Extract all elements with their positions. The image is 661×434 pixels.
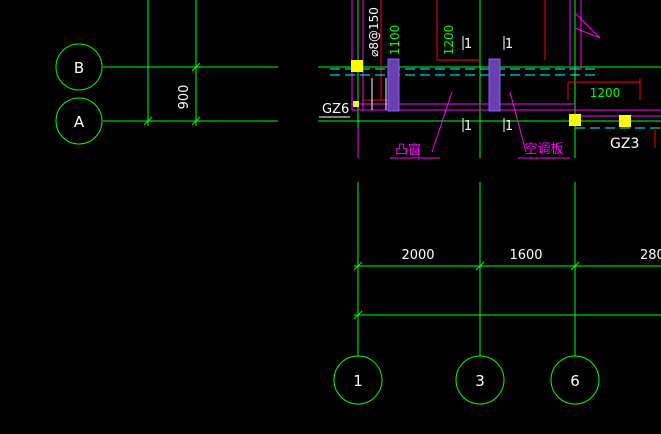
col-bubble-1: 1 (333, 355, 383, 405)
column-marker-a6 (569, 114, 581, 126)
row-bubble-a-circle (55, 97, 103, 145)
dimension-tick-b (191, 62, 201, 72)
dim-tick-1 (353, 261, 363, 271)
col-bubble-1-label: 1 (353, 372, 363, 390)
column-tag-gz6: GZ6 (322, 102, 349, 117)
row-spacing-dimension: 900 (177, 85, 192, 110)
wall-line-13 (574, 27, 601, 39)
col-bubble-3: 3 (455, 355, 505, 405)
cyan-hidden-lines (330, 68, 661, 129)
purple-columns (387, 58, 501, 112)
window-lines (371, 78, 387, 110)
bay-window-leader (431, 91, 453, 153)
ac-board-leader (509, 91, 527, 153)
section-mark-top-left: 1 (464, 37, 472, 52)
dim-tick-3 (475, 261, 485, 271)
window-height-1200: 1200 (442, 25, 456, 56)
row-bubble-a: A (55, 97, 103, 145)
column-marker-gz3 (619, 115, 631, 127)
column-marker-a1-small (353, 101, 359, 107)
wall-line-12 (574, 12, 601, 39)
section-mark-bottom-left: 1 (464, 119, 472, 134)
row-bubble-b-circle (55, 43, 103, 91)
ac-board-label: 空调板 (524, 142, 563, 157)
col-bubble-3-label: 3 (475, 372, 485, 390)
span-1-3-dimension: 2000 (401, 248, 434, 263)
column-marker-b1 (351, 60, 363, 72)
dimension-tick-a-left (143, 116, 153, 126)
col-bubble-3-circle (455, 355, 505, 405)
purple-column-left (387, 58, 400, 112)
span-6-next-dimension: 280 (640, 248, 661, 263)
overall-dim-tick-1 (353, 310, 363, 320)
section-mark-top-right: 1 (505, 37, 513, 52)
row-bubble-b: B (55, 43, 103, 91)
column-tag-gz3: GZ3 (610, 136, 639, 152)
purple-column-right (488, 58, 501, 112)
section-mark-bottom-right: 1 (505, 119, 513, 134)
section-marks: 1 1 1 1 (462, 36, 513, 134)
yellow-columns (351, 60, 631, 127)
col-bubble-6-label: 6 (570, 372, 580, 390)
magenta-leaders (431, 91, 527, 153)
col-bubble-6-circle (550, 355, 600, 405)
rebar-spec-label: ⌀8@150 (367, 7, 381, 57)
lower-axis-lines (353, 182, 661, 356)
col-bubble-6: 6 (550, 355, 600, 405)
span-3-6-dimension: 1600 (509, 248, 542, 263)
dim-tick-6 (570, 261, 580, 271)
row-bubble-a-label: A (74, 113, 85, 131)
window-width-right: 1200 (590, 86, 621, 100)
bay-window-label: 凸窗 (395, 142, 421, 158)
left-grid-area (103, 0, 278, 126)
row-bubble-b-label: B (74, 59, 84, 77)
dimension-tick-a (191, 116, 201, 126)
window-height-1100: 1100 (388, 25, 402, 56)
col-bubble-1-circle (333, 355, 383, 405)
magenta-walls (351, 0, 661, 159)
